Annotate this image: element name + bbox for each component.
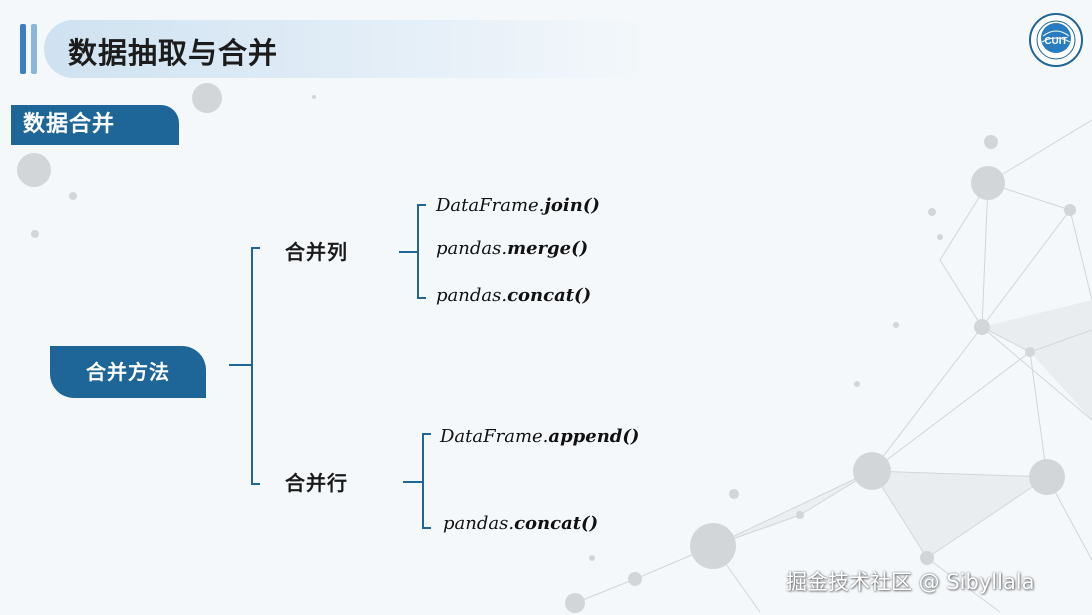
root-node: 合并方法 xyxy=(50,346,206,398)
columns-bracket xyxy=(417,204,426,299)
method-name: append() xyxy=(548,426,640,447)
method-item: pandas.concat() xyxy=(443,513,598,534)
branch-label-columns: 合并列 xyxy=(285,240,348,264)
root-bracket xyxy=(251,247,260,485)
method-item: DataFrame.join() xyxy=(436,195,600,216)
method-prefix: DataFrame. xyxy=(436,195,545,216)
university-seal-icon: CUIT xyxy=(1029,13,1083,67)
method-name: join() xyxy=(544,195,600,216)
method-prefix: pandas. xyxy=(436,238,508,259)
header-band xyxy=(44,20,654,78)
method-name: concat() xyxy=(507,285,592,306)
method-name: merge() xyxy=(507,238,589,259)
page-title: 数据抽取与合并 xyxy=(68,36,279,70)
accent-bar-light xyxy=(31,24,37,74)
method-prefix: pandas. xyxy=(443,513,515,534)
logo-text: CUIT xyxy=(1044,36,1067,47)
method-name: concat() xyxy=(514,513,599,534)
method-item: pandas.concat() xyxy=(436,285,591,306)
accent-bar-dark xyxy=(20,24,26,74)
method-prefix: pandas. xyxy=(436,285,508,306)
branch-label-rows: 合并行 xyxy=(285,471,348,495)
watermark: 掘金技术社区 @ Sibyllala xyxy=(786,570,1035,594)
method-prefix: DataFrame. xyxy=(440,426,549,447)
rows-bracket xyxy=(422,433,431,529)
section-tab: 数据合并 xyxy=(11,105,179,145)
method-item: pandas.merge() xyxy=(436,238,588,259)
method-item: DataFrame.append() xyxy=(440,426,639,447)
